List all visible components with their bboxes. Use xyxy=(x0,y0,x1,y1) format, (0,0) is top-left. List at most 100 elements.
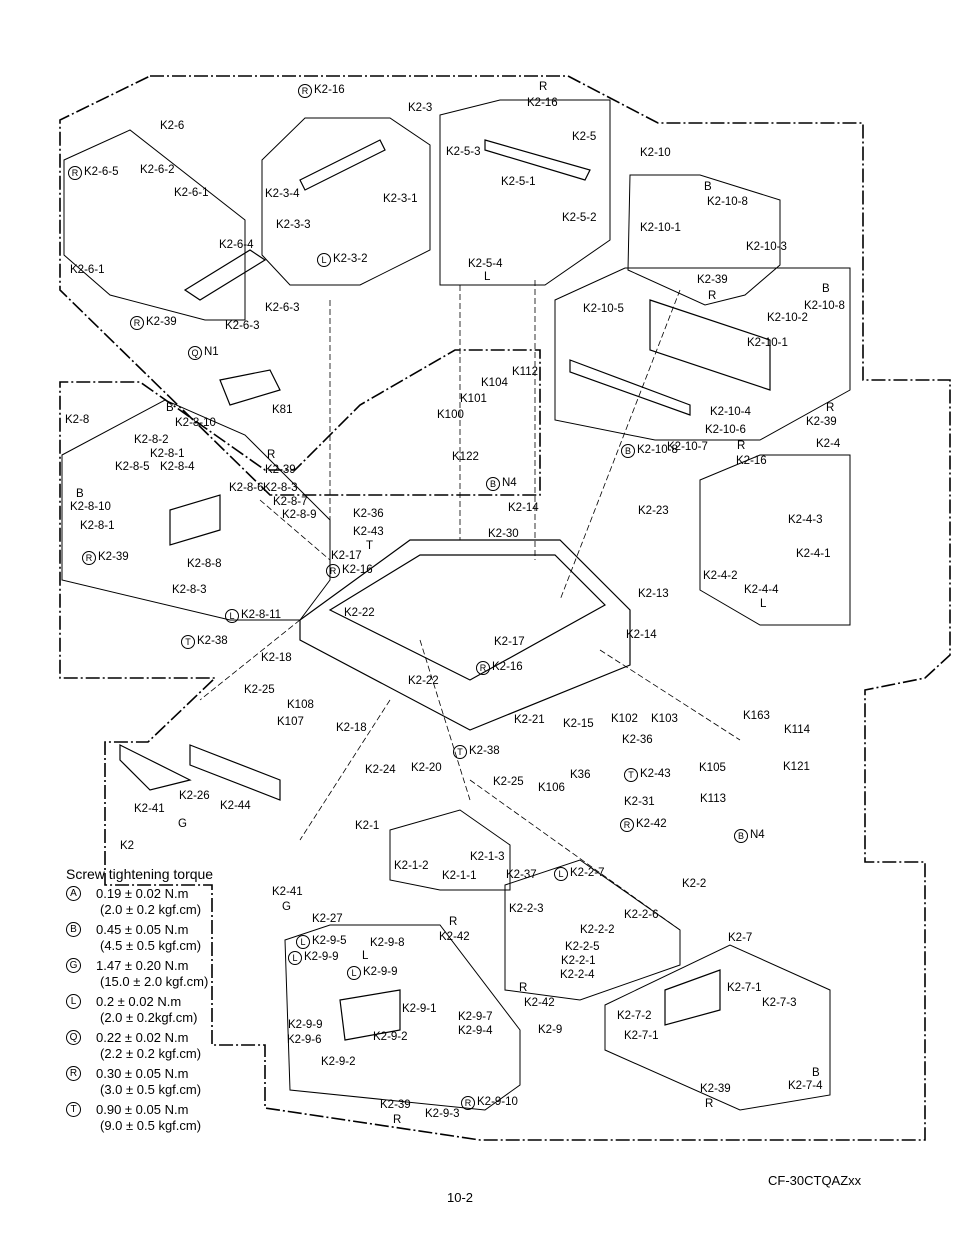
part-label-text: G xyxy=(282,901,291,913)
part-label-text: K2-17 xyxy=(494,636,525,648)
part-label-text: K2-4-4 xyxy=(744,584,779,596)
torque-symbol-icon: B xyxy=(66,922,81,937)
part-label-text: K2-8-7 xyxy=(273,496,308,508)
part-label: K2-10 xyxy=(640,147,671,160)
group-k2-7 xyxy=(604,944,831,1111)
part-label: K2-2-4 xyxy=(560,969,595,982)
torque-symbol-icon: G xyxy=(66,958,81,973)
torque-symbol-icon: L xyxy=(554,867,568,881)
part-label-text: K2-3 xyxy=(408,102,433,114)
part-label-text: N4 xyxy=(750,829,765,841)
part-label: R xyxy=(705,1098,713,1111)
part-label: K2-8-9 xyxy=(282,509,317,522)
part-label: K2-23 xyxy=(638,505,669,518)
torque-symbol-icon: L xyxy=(296,935,310,949)
part-label-text: K2-8-3 xyxy=(172,584,207,596)
part-label: K2-17 xyxy=(331,550,362,563)
torque-symbol-icon: B xyxy=(621,444,635,458)
part-label: K2-10-5 xyxy=(583,303,624,316)
group-k2-6 xyxy=(63,129,246,321)
part-label-text: K2-41 xyxy=(134,803,165,815)
part-label-text: K2-5-3 xyxy=(446,146,481,158)
part-label-text: K2-8-9 xyxy=(282,509,317,521)
part-label-text: K2-8-1 xyxy=(150,448,185,460)
torque-nm: 0.2 ± 0.02 N.m xyxy=(96,994,182,1009)
part-label-text: K2-10-1 xyxy=(747,337,788,349)
part-label-text: K2-6-5 xyxy=(84,166,119,178)
part-label: K2-9-8 xyxy=(370,937,405,950)
part-label: K100 xyxy=(437,409,464,422)
part-label-text: K2-16 xyxy=(492,661,523,673)
part-label-text: K2-8 xyxy=(65,414,90,426)
part-label: K2-10-1 xyxy=(747,337,788,350)
part-k2-3-bar xyxy=(299,139,386,191)
part-k2-6-4 xyxy=(183,249,267,301)
part-label: K2 xyxy=(120,840,134,853)
part-label: K2-5-2 xyxy=(562,212,597,225)
part-label-text: K2-10-6 xyxy=(705,424,746,436)
torque-symbol-icon: L xyxy=(288,951,302,965)
part-label: K2-7-2 xyxy=(617,1010,652,1023)
part-label-text: K2-18 xyxy=(261,652,292,664)
part-label-text: K2-39 xyxy=(380,1099,411,1111)
legend-title: Screw tightening torque xyxy=(66,866,214,882)
part-label-text: K2-26 xyxy=(179,790,210,802)
part-label: K103 xyxy=(651,713,678,726)
part-label-text: K104 xyxy=(481,377,508,389)
part-label-text: K2-14 xyxy=(626,629,657,641)
torque-kgf: (3.0 ± 0.5 kgf.cm) xyxy=(100,1082,202,1097)
part-label-text: K2-2-4 xyxy=(560,969,595,981)
part-label: K2-9 xyxy=(538,1024,562,1037)
torque-symbol-icon: T xyxy=(624,768,638,782)
torque-symbol-icon: R xyxy=(326,564,340,578)
part-label-text: K2-24 xyxy=(365,764,396,776)
part-label-text: K2-9-9 xyxy=(304,951,339,963)
group-k2-3 xyxy=(261,117,431,286)
part-label-text: K2 xyxy=(120,840,135,852)
part-label-text: K2-39 xyxy=(806,416,837,428)
part-label-text: K2-44 xyxy=(220,800,251,812)
part-label-text: K2-2-2 xyxy=(580,924,615,936)
part-label: B xyxy=(166,402,174,415)
part-label-text: K103 xyxy=(651,713,678,725)
part-label: K2-18 xyxy=(336,722,367,735)
part-label-text: K2-7-1 xyxy=(727,982,762,994)
part-label-text: K2-8-4 xyxy=(160,461,195,473)
part-label-text: K2-8-8 xyxy=(187,558,222,570)
part-label: K2-1-3 xyxy=(470,851,505,864)
part-label: K2-25 xyxy=(244,684,275,697)
part-label: R xyxy=(519,982,527,995)
part-label-text: K121 xyxy=(783,761,810,773)
part-label: K102 xyxy=(611,713,638,726)
part-label-text: K2-8-10 xyxy=(70,501,111,513)
part-label-text: R xyxy=(267,449,276,461)
part-label: R xyxy=(737,440,745,453)
part-label: K2-39 xyxy=(697,274,728,287)
group-k2-8 xyxy=(61,399,331,621)
part-label: K2-2-6 xyxy=(624,909,659,922)
part-label-text: K2-39 xyxy=(265,464,296,476)
page-number: 10-2 xyxy=(447,1190,474,1205)
torque-symbol-icon: A xyxy=(66,886,81,901)
part-label: K2-10-7 xyxy=(667,441,708,454)
torque-symbol-icon: Q xyxy=(66,1030,81,1045)
part-label-text: K2-1 xyxy=(355,820,380,832)
part-label: R xyxy=(267,449,275,462)
part-label-text: K2-38 xyxy=(197,635,228,647)
part-label-text: K36 xyxy=(570,769,591,781)
part-label: K2-25 xyxy=(493,776,524,789)
part-label-text: K2-7-3 xyxy=(762,997,797,1009)
part-label: K2-4-4 xyxy=(744,584,779,597)
part-label: K2-8-5 xyxy=(115,461,150,474)
part-label: K2-7-1 xyxy=(727,982,762,995)
part-label: K2-9-9 xyxy=(288,1019,323,1032)
part-label: K2-1-2 xyxy=(394,860,429,873)
part-label: G xyxy=(178,818,187,831)
torque-symbol-icon: R xyxy=(82,551,96,565)
part-label: K2-9-3 xyxy=(425,1108,460,1121)
part-k2-8-6 xyxy=(169,494,221,546)
